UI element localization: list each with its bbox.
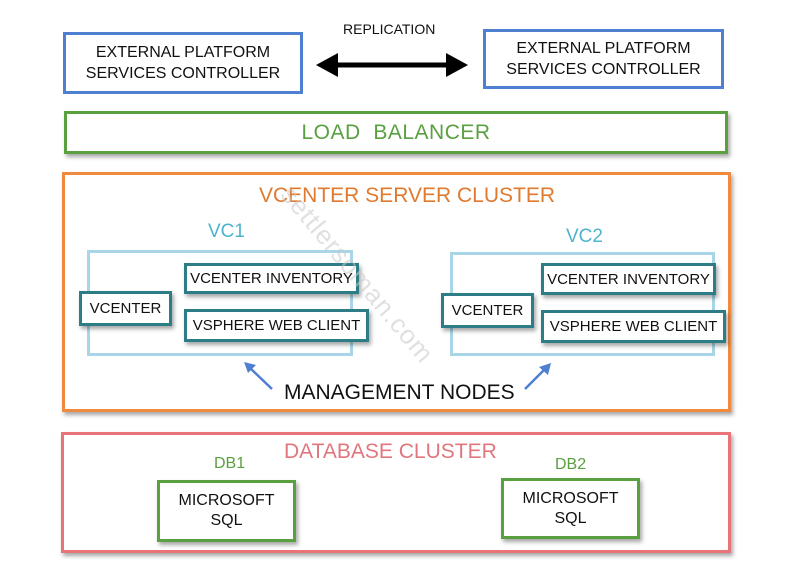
management-nodes-label: MANAGEMENT NODES	[284, 381, 515, 404]
vc2-inventory-label: VCENTER INVENTORY	[547, 270, 710, 288]
db1-line1: MICROSOFT	[178, 492, 275, 509]
management-arrow-left	[244, 362, 273, 390]
db1-box: MICROSOFT SQL	[157, 480, 296, 542]
replication-arrow	[316, 53, 468, 77]
psc-left: EXTERNAL PLATFORM SERVICES CONTROLLER	[63, 32, 303, 94]
vc2-vcenter-label: VCENTER	[451, 302, 524, 319]
vc1-vcenter: VCENTER	[79, 291, 172, 326]
vc1-label: VC1	[208, 221, 245, 242]
load-balancer-label: LOAD BALANCER	[301, 120, 491, 144]
db1-label: DB1	[214, 455, 246, 472]
vc2-vcenter: VCENTER	[441, 293, 534, 328]
db2-line2: SQL	[554, 509, 587, 527]
psc-right-line2: SERVICES CONTROLLER	[506, 61, 701, 78]
vc1-web-client: VSPHERE WEB CLIENT	[184, 309, 369, 342]
vc2-web-client: VSPHERE WEB CLIENT	[541, 310, 726, 343]
database-cluster-title: DATABASE CLUSTER	[284, 440, 497, 463]
vc1-inventory: VCENTER INVENTORY	[184, 263, 359, 294]
vc1-web-client-label: VSPHERE WEB CLIENT	[192, 317, 361, 334]
psc-left-line1: EXTERNAL PLATFORM	[95, 44, 271, 61]
psc-right-line1: EXTERNAL PLATFORM	[516, 40, 691, 57]
management-arrow-right	[524, 363, 551, 390]
db2-label: DB2	[555, 456, 587, 473]
replication-label: REPLICATION	[343, 21, 436, 37]
load-balancer: LOAD BALANCER	[64, 111, 728, 154]
vc1-vcenter-label: VCENTER	[89, 300, 162, 317]
psc-left-line2: SERVICES CONTROLLER	[85, 65, 281, 82]
vc2-web-client-label: VSPHERE WEB CLIENT	[549, 318, 718, 335]
db1-line2: SQL	[210, 512, 243, 529]
db2-box: MICROSOFT SQL	[501, 478, 640, 539]
vc2-inventory: VCENTER INVENTORY	[541, 263, 716, 295]
vc1-inventory-label: VCENTER INVENTORY	[190, 270, 353, 287]
db2-line1: MICROSOFT	[522, 489, 619, 507]
psc-right: EXTERNAL PLATFORM SERVICES CONTROLLER	[483, 29, 724, 89]
vc2-label: VC2	[566, 226, 603, 247]
vcenter-cluster-title: VCENTER SERVER CLUSTER	[259, 184, 556, 207]
